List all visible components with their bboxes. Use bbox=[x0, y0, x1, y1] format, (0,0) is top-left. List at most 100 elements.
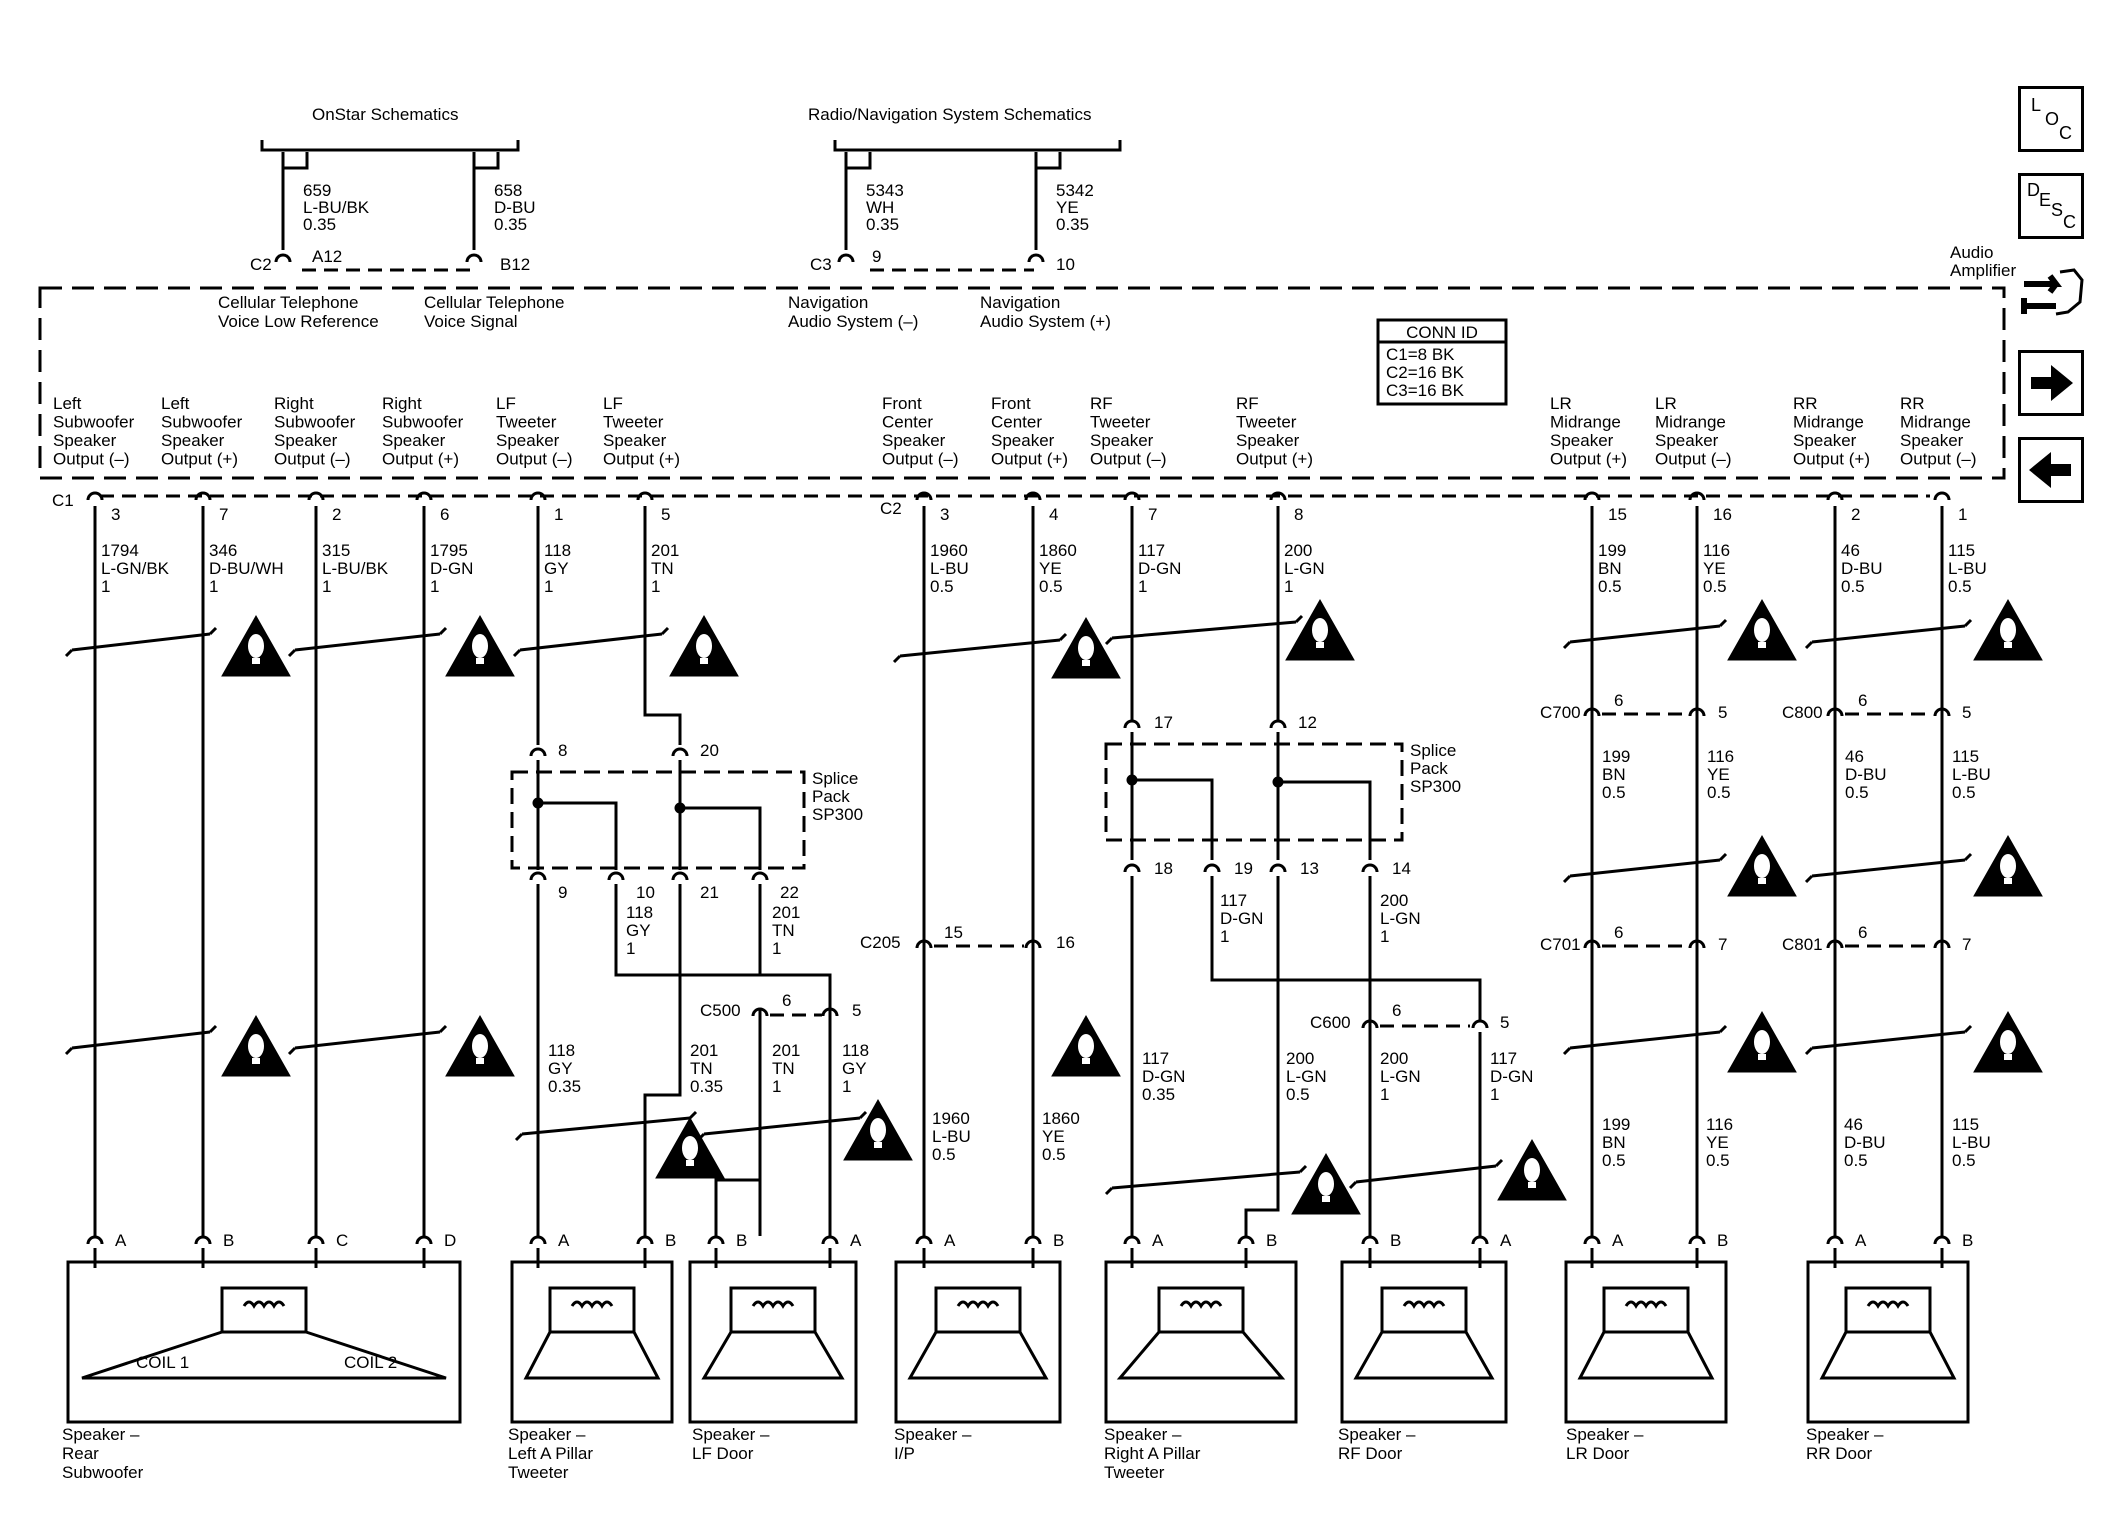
wire-label: GY bbox=[842, 1059, 867, 1078]
upper-wire-label: 0.35 bbox=[303, 215, 336, 234]
pin: 5 bbox=[1718, 703, 1727, 722]
wire-label: 0.5 bbox=[1703, 577, 1727, 596]
wire-label: GY bbox=[544, 559, 569, 578]
speaker-name: Left A Pillar bbox=[508, 1444, 593, 1463]
speaker-terminal bbox=[1471, 1235, 1489, 1245]
speaker-lf-door-magnet bbox=[729, 1286, 817, 1334]
warning-bulb bbox=[472, 634, 488, 658]
speaker-terminal bbox=[1024, 1235, 1042, 1245]
warning-bulb-base bbox=[874, 1142, 882, 1148]
twisted-pair-tick bbox=[1963, 1024, 1973, 1034]
speaker-name: Tweeter bbox=[1104, 1463, 1165, 1482]
wire-label: D-BU bbox=[1841, 559, 1883, 578]
wire-label: 0.5 bbox=[1707, 783, 1731, 802]
amplifier-label: Amplifier bbox=[1950, 261, 2016, 280]
amp-pin: 15 bbox=[1608, 505, 1627, 524]
splice-label: SP300 bbox=[812, 805, 863, 824]
wire-label: 1 bbox=[772, 939, 781, 958]
speaker-ip-magnet bbox=[934, 1286, 1022, 1334]
conn-c205: C205 bbox=[860, 933, 901, 952]
wire-label: 118 bbox=[626, 903, 653, 922]
terminal bbox=[1471, 1019, 1489, 1029]
conn-id-row: C1=8 BK bbox=[1386, 345, 1455, 364]
pin: 6 bbox=[1614, 923, 1623, 942]
warning-bulb-base bbox=[476, 1058, 484, 1064]
twisted-pair-tick bbox=[1718, 618, 1728, 628]
wire-label: BN bbox=[1602, 765, 1626, 784]
amp-output-label: Output (–) bbox=[1655, 450, 1732, 469]
speaker-left-a-pillar-cone bbox=[523, 1331, 661, 1380]
speaker-terminal bbox=[1237, 1235, 1255, 1245]
wire-label: 0.5 bbox=[1039, 577, 1063, 596]
terminal bbox=[1933, 707, 1951, 717]
wire-label: D-BU bbox=[1845, 765, 1887, 784]
amp-output-label: Output (+) bbox=[603, 450, 680, 469]
warning-bulb bbox=[1754, 854, 1770, 878]
wire-label: 1 bbox=[1138, 577, 1147, 596]
terminal bbox=[1688, 939, 1706, 949]
upper-wire-label: 659 bbox=[303, 181, 331, 200]
wire-label: 0.5 bbox=[1845, 783, 1869, 802]
twisted-pair-tick bbox=[1562, 874, 1572, 884]
speaker-rf-door-coil bbox=[1402, 1300, 1446, 1309]
splice-label: SP300 bbox=[1410, 777, 1461, 796]
loc-button[interactable]: L O C bbox=[2018, 86, 2084, 152]
conn-c2: C2 bbox=[250, 255, 272, 274]
upper-plug bbox=[281, 152, 309, 170]
speaker-lf-door-cone bbox=[701, 1331, 845, 1380]
wire-label: 200 bbox=[1380, 1049, 1408, 1068]
wire-label: D-GN bbox=[1142, 1067, 1185, 1086]
pin-10: 10 bbox=[1056, 255, 1075, 274]
upper-wire-label: 658 bbox=[494, 181, 522, 200]
amp-output-label: Output (+) bbox=[161, 450, 238, 469]
pin-b12: B12 bbox=[500, 255, 530, 274]
amp-output-label: Right bbox=[274, 394, 314, 413]
wire-label: L-GN bbox=[1284, 559, 1325, 578]
amp-output-label: Output (+) bbox=[991, 450, 1068, 469]
wire-label: L-BU bbox=[1952, 765, 1991, 784]
speaker-pin: A bbox=[1500, 1231, 1512, 1250]
speaker-terminal bbox=[529, 1235, 547, 1245]
desc-button[interactable]: D E S C bbox=[2018, 173, 2084, 239]
amp-output-label: Output (–) bbox=[1090, 450, 1167, 469]
twisted-pair-line bbox=[1811, 1030, 1966, 1050]
warning-bulb-base bbox=[2004, 878, 2012, 884]
wire-label: D-BU/WH bbox=[209, 559, 284, 578]
warning-bulb bbox=[1754, 1030, 1770, 1054]
speaker-pin: D bbox=[444, 1231, 456, 1250]
speaker-rear-subwoofer-magnet bbox=[220, 1286, 308, 1334]
wire-label: 0.5 bbox=[1286, 1085, 1310, 1104]
upper-wire-label: 0.35 bbox=[866, 215, 899, 234]
speaker-name: Right A Pillar bbox=[1104, 1444, 1201, 1463]
amp-terminal bbox=[1688, 491, 1706, 501]
amp-terminal bbox=[1123, 491, 1141, 501]
speaker-pin: B bbox=[1717, 1231, 1728, 1250]
wire-label: TN bbox=[772, 921, 795, 940]
warning-bulb-base bbox=[1082, 1058, 1090, 1064]
terminal bbox=[1826, 707, 1844, 717]
amp-output-label: RF bbox=[1090, 394, 1113, 413]
speaker-terminal bbox=[1583, 1235, 1601, 1245]
warning-bulb bbox=[1318, 1172, 1334, 1196]
amp-terminal bbox=[636, 491, 654, 501]
speaker-pin: A bbox=[850, 1231, 862, 1250]
terminal bbox=[751, 1007, 769, 1017]
amp-terminal bbox=[415, 491, 433, 501]
connector-view-button[interactable] bbox=[2016, 258, 2088, 330]
wire-label: 46 bbox=[1844, 1115, 1863, 1134]
amp-pin: 3 bbox=[940, 505, 949, 524]
wire-label: YE bbox=[1042, 1127, 1065, 1146]
wire-label: 1 bbox=[1284, 577, 1293, 596]
wire-label: L-BU/BK bbox=[322, 559, 389, 578]
speaker-pin: C bbox=[336, 1231, 348, 1250]
amp-output-label: Left bbox=[161, 394, 190, 413]
speaker-pin: A bbox=[558, 1231, 570, 1250]
conn-c3: C3 bbox=[810, 255, 832, 274]
speaker-name: Speaker – bbox=[62, 1425, 140, 1444]
twisted-pair-line bbox=[1569, 624, 1721, 644]
speaker-pin: B bbox=[1962, 1231, 1973, 1250]
next-page-button[interactable] bbox=[2018, 350, 2084, 416]
wire-label: TN bbox=[772, 1059, 795, 1078]
previous-page-button[interactable] bbox=[2018, 437, 2084, 503]
amp-output-label: Output (–) bbox=[496, 450, 573, 469]
